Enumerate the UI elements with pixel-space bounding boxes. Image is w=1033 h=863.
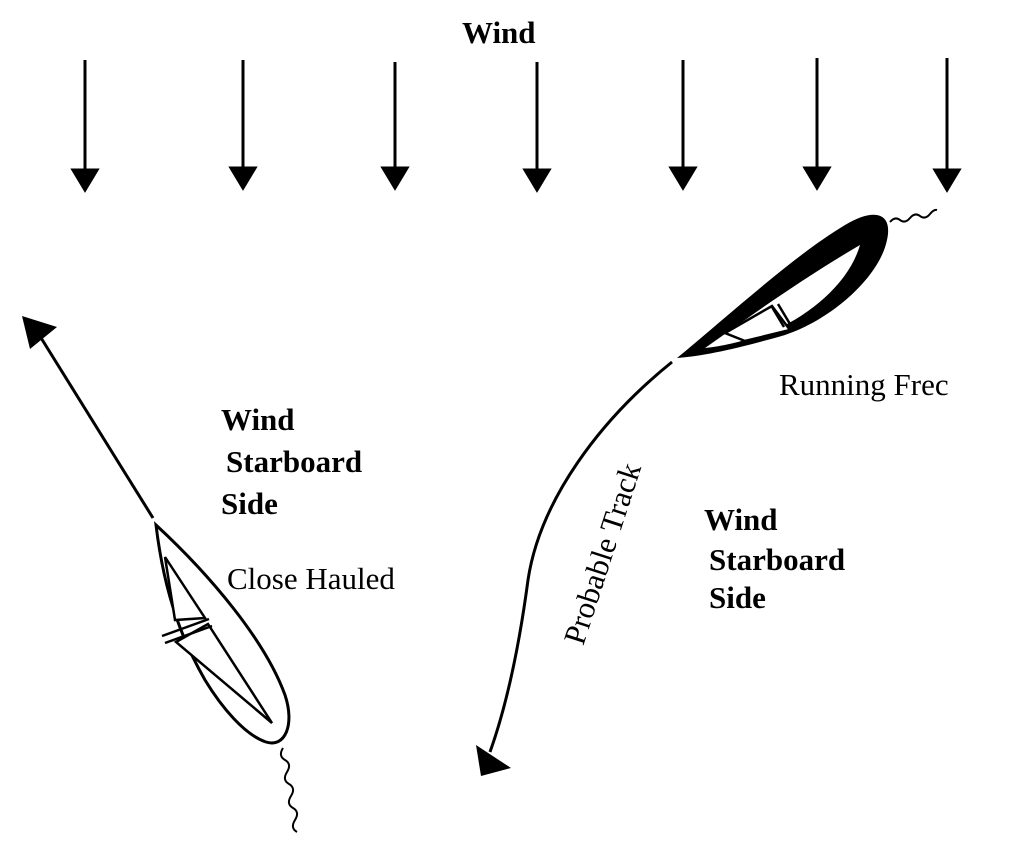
right-side-label: Side <box>709 580 766 615</box>
running-boat-sail <box>722 304 793 343</box>
close-hauled-heading-arrow <box>22 316 155 519</box>
close-boat-sail-front <box>163 556 208 622</box>
wind-arrow <box>668 60 698 191</box>
track-arrowhead <box>476 745 511 776</box>
running-boat-wake <box>889 208 938 223</box>
wind-arrow <box>932 58 962 193</box>
right-wind-label: Wind <box>704 502 778 537</box>
running-boat-hull <box>677 214 889 358</box>
wind-arrow <box>802 58 832 191</box>
close-boat-hull <box>154 521 291 745</box>
wind-arrow <box>522 62 552 193</box>
wind-arrow <box>70 60 100 193</box>
left-starboard-label: Starboard <box>226 444 363 479</box>
wind-title: Wind <box>462 15 536 50</box>
running-free-boat <box>677 208 938 358</box>
wind-arrow <box>228 60 258 191</box>
close-boat-wake <box>279 747 299 833</box>
probable-track-path <box>476 360 673 776</box>
wind-arrow <box>380 62 410 191</box>
left-wind-label: Wind <box>221 402 295 437</box>
close-hauled-boat <box>154 521 299 833</box>
wind-arrows <box>70 58 962 193</box>
close-hauled-label: Close Hauled <box>227 561 395 596</box>
right-starboard-label: Starboard <box>709 542 846 577</box>
left-side-label: Side <box>221 486 278 521</box>
running-free-label: Running Frec <box>779 367 949 402</box>
